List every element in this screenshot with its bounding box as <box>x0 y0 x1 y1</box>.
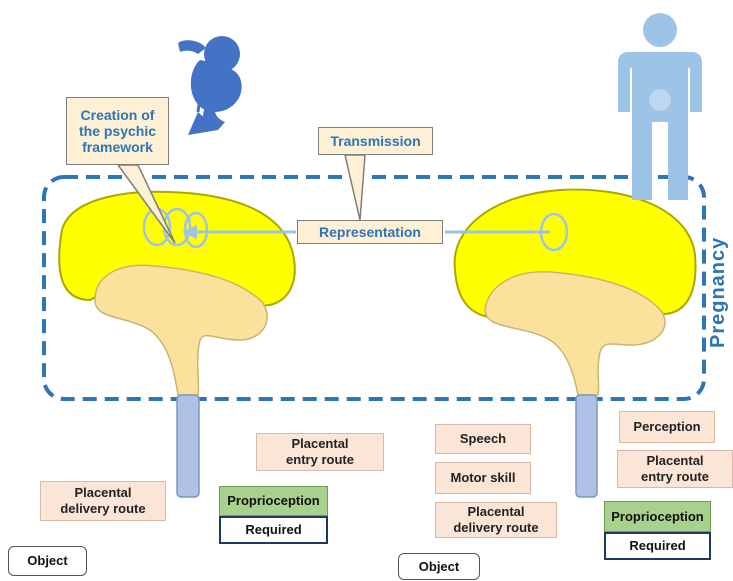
left-required: Required <box>219 516 328 544</box>
right-required: Required <box>604 532 711 560</box>
right-motor-skill: Motor skill <box>435 462 531 494</box>
representation-callout: Representation <box>297 220 443 244</box>
pregnancy-label: Pregnancy <box>707 228 733 348</box>
left-spine <box>177 395 199 497</box>
adult-figure-icon <box>618 13 702 200</box>
right-placental-entry-route: Placental entry route <box>617 450 733 488</box>
transmission-callout-tail <box>345 155 365 220</box>
left-placental-delivery-route: Placental delivery route <box>40 481 166 521</box>
creation-callout: Creation of the psychic framework <box>66 97 169 165</box>
left-proprioception: Proprioception <box>219 486 328 516</box>
right-perception: Perception <box>619 411 715 443</box>
right-spine <box>576 395 597 497</box>
fetus-icon <box>178 36 242 135</box>
right-placental-delivery-route: Placental delivery route <box>435 502 557 538</box>
right-object: Object <box>398 553 480 580</box>
left-object: Object <box>8 546 87 576</box>
right-proprioception: Proprioception <box>604 501 711 532</box>
left-placental-entry-route: Placental entry route <box>256 433 384 471</box>
transmission-callout: Transmission <box>318 127 433 155</box>
right-speech: Speech <box>435 424 531 454</box>
